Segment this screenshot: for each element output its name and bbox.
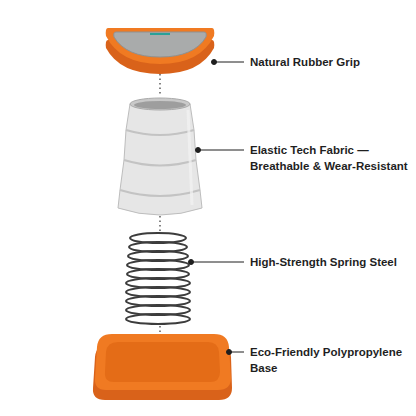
part-label: Natural Rubber Grip — [250, 54, 410, 70]
base-tray — [93, 334, 232, 400]
spring-coil — [126, 233, 190, 324]
part-label: Eco-Friendly Polypropylene Base — [250, 344, 410, 376]
grip-cap — [106, 28, 215, 74]
part-label: High-Strength Spring Steel — [250, 254, 410, 270]
part-label: Elastic Tech Fabric — Breathable & Wear-… — [250, 142, 410, 174]
leader-lines — [189, 60, 245, 355]
fabric-sleeve — [118, 98, 202, 215]
